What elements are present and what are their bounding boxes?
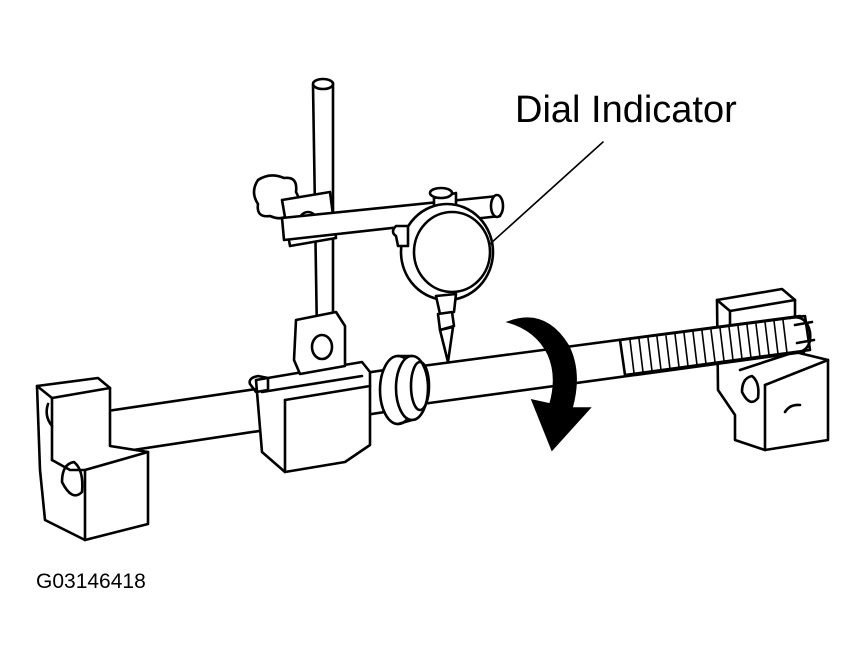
threaded-section — [618, 314, 816, 377]
callout-leader-line — [489, 141, 604, 245]
right-v-block — [715, 287, 830, 452]
curved-arrow-icon — [505, 317, 592, 452]
shaft-collar — [378, 354, 431, 426]
dial-indicator — [391, 186, 495, 364]
dial-indicator-label: Dial Indicator — [515, 89, 737, 131]
magnetic-base — [248, 360, 372, 474]
left-v-block — [35, 376, 150, 542]
figure-code: G03146418 — [36, 570, 146, 593]
